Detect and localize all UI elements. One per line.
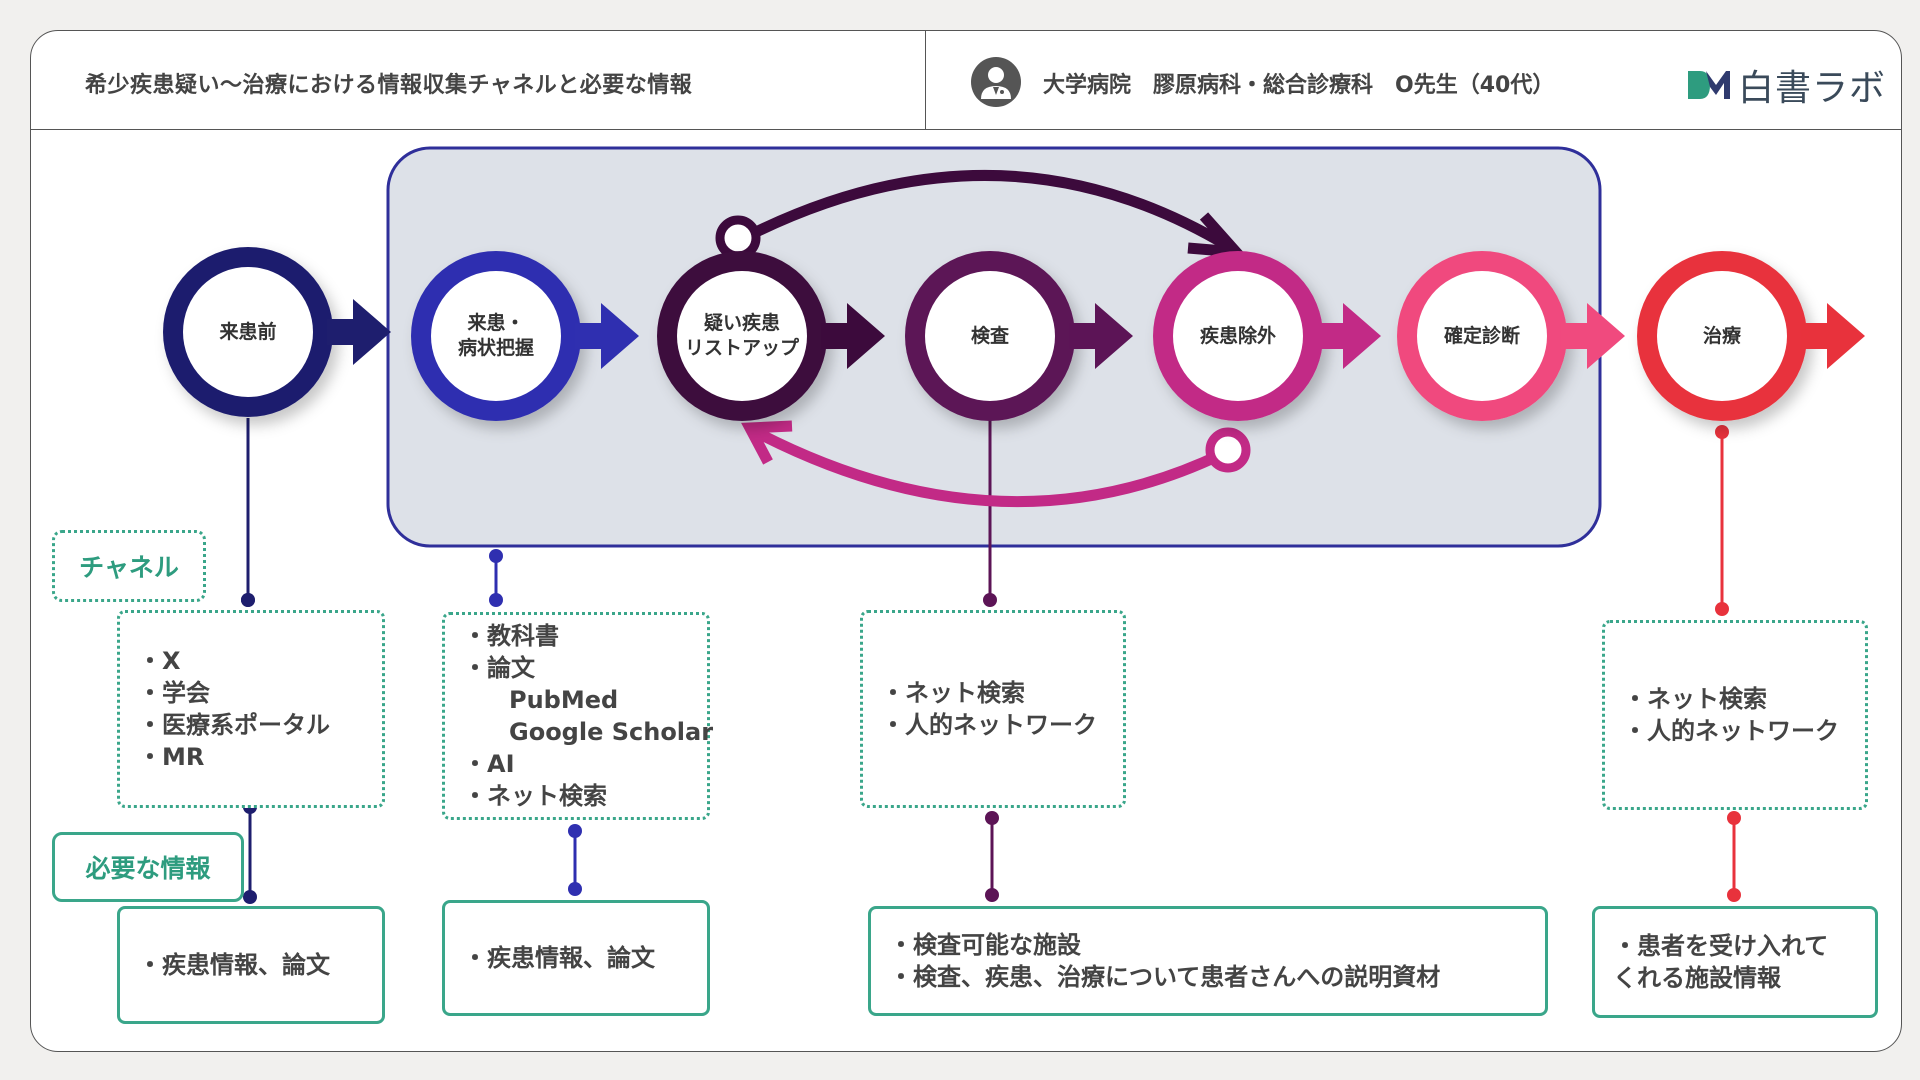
stage-node-5 (1153, 251, 1381, 421)
loop-arrow-forward (745, 169, 1231, 251)
channel-box: ・X ・学会・医療系ポータル・MR (117, 610, 385, 808)
channel-tag: チャネル (52, 530, 206, 602)
loop-start-marker (1205, 427, 1251, 473)
doctor-avatar-icon (971, 57, 1021, 107)
channel-item: ・人的ネットワーク (881, 711, 1097, 739)
required-info-item: ・検査可能な施設 (889, 931, 1081, 959)
stage-label-line: 治療 (1702, 324, 1741, 347)
channel-item: ・ネット検索 (881, 679, 1025, 707)
stage-label: 検査 (920, 324, 1060, 349)
required-info-tag: 必要な情報 (52, 832, 244, 902)
required-info-box: ・疾患情報、論文 (442, 900, 710, 1016)
arrow-icon (821, 303, 885, 369)
channel-item: ・人的ネットワーク (1623, 717, 1839, 745)
connector-dot (1715, 425, 1729, 439)
channel-box: ・ネット検索・人的ネットワーク (860, 610, 1126, 808)
stage-node-6 (1397, 251, 1625, 421)
arrow-icon (575, 303, 639, 369)
stage-node-3 (657, 251, 885, 421)
stage-label-line: 来患・ (467, 312, 525, 334)
connector-required-4-dot (1727, 888, 1741, 902)
channel-item: ・MR (138, 743, 205, 771)
loop-arrow-back (749, 425, 1225, 508)
stage-label: 来患・病状把握 (426, 311, 566, 361)
connector-dot (568, 824, 582, 838)
header-divider-vertical (925, 31, 926, 129)
stage-center (925, 271, 1055, 401)
brand-logo-icon (1688, 71, 1730, 99)
channel-item: ・AI (463, 750, 515, 778)
connector-required-2-dot (568, 882, 582, 896)
channel-item: ・ネット検索 (463, 782, 607, 810)
connector-dot (241, 593, 255, 607)
channel-item: ・教科書 (463, 622, 559, 650)
loop-start-marker (715, 215, 761, 261)
stage-label: 確定診断 (1412, 324, 1552, 349)
stage-node-7 (1637, 251, 1865, 421)
stage-label-line: 検査 (970, 324, 1009, 347)
connector-channel-4-dot (1715, 602, 1729, 616)
required-info-item: ・疾患情報、論文 (463, 944, 655, 972)
stage-label-line: 病状把握 (457, 337, 534, 359)
channel-item: ・学会 (138, 679, 210, 707)
stage-node-2 (411, 251, 639, 421)
required-info-item: ・検査、疾患、治療について患者さんへの説明資材 (889, 963, 1441, 991)
arrow-icon (1561, 303, 1625, 369)
stage-center (1173, 271, 1303, 401)
stage-label: 疾患除外 (1168, 324, 1308, 349)
channel-item: ・論文 (463, 654, 535, 682)
stage-center (1657, 271, 1787, 401)
required-info-box: ・検査可能な施設・検査、疾患、治療について患者さんへの説明資材 (868, 906, 1548, 1016)
header-divider (31, 129, 1901, 130)
page-title: 希少疾患疑い〜治療における情報収集チャネルと必要な情報 (85, 73, 693, 98)
stage-label-line: リストアップ (684, 337, 799, 359)
stage-center (677, 271, 807, 401)
arrow-icon (1801, 303, 1865, 369)
arrow-icon (741, 420, 793, 465)
connector-channel-3-dot (983, 593, 997, 607)
stage-node-4 (905, 251, 1133, 421)
stage-node-1 (163, 247, 391, 417)
stage-center (1417, 271, 1547, 401)
required-info-box: ・患者を受け入れてくれる施設情報 (1592, 906, 1878, 1018)
arrow-icon (1317, 303, 1381, 369)
channel-item: ・医療系ポータル (138, 711, 330, 739)
stage-center (431, 271, 561, 401)
stage-label: 疑い疾患リストアップ (672, 311, 812, 361)
connector-dot (489, 549, 503, 563)
required-info-box: ・疾患情報、論文 (117, 906, 385, 1024)
doctor-profile: 大学病院 膠原病科・総合診療科 O先生（40代） (1043, 73, 1555, 98)
brand-logo: 白書ラボ (1686, 59, 1886, 111)
arrow-icon (1069, 303, 1133, 369)
stage-label-line: 疑い疾患 (703, 312, 780, 334)
connector-channel-2-dot (489, 593, 503, 607)
stage-label-line: 来患前 (219, 320, 277, 343)
channel-item: ・ネット検索 (1623, 685, 1767, 713)
required-info-item: ・疾患情報、論文 (138, 951, 330, 979)
channel-item: PubMed (509, 686, 619, 714)
connector-dot (985, 811, 999, 825)
connector-required-3-dot (985, 888, 999, 902)
channel-item: ・X (138, 647, 181, 675)
required-info-item: ・患者を受け入れて (1613, 932, 1829, 960)
connector-required-1-dot (243, 890, 257, 904)
stage-center (183, 267, 313, 397)
stage-label: 来患前 (178, 320, 318, 345)
stage-label: 治療 (1652, 324, 1792, 349)
required-info-item: くれる施設情報 (1613, 964, 1781, 992)
brand-name: 白書ラボ (1738, 68, 1887, 109)
stage-label-line: 疾患除外 (1199, 324, 1276, 347)
stage-label-line: 確定診断 (1443, 324, 1520, 347)
channel-item: Google Scholar (509, 718, 714, 746)
channel-box: ・ネット検索・人的ネットワーク (1602, 620, 1868, 810)
connector-dot (1727, 811, 1741, 825)
arrow-icon (327, 299, 391, 365)
